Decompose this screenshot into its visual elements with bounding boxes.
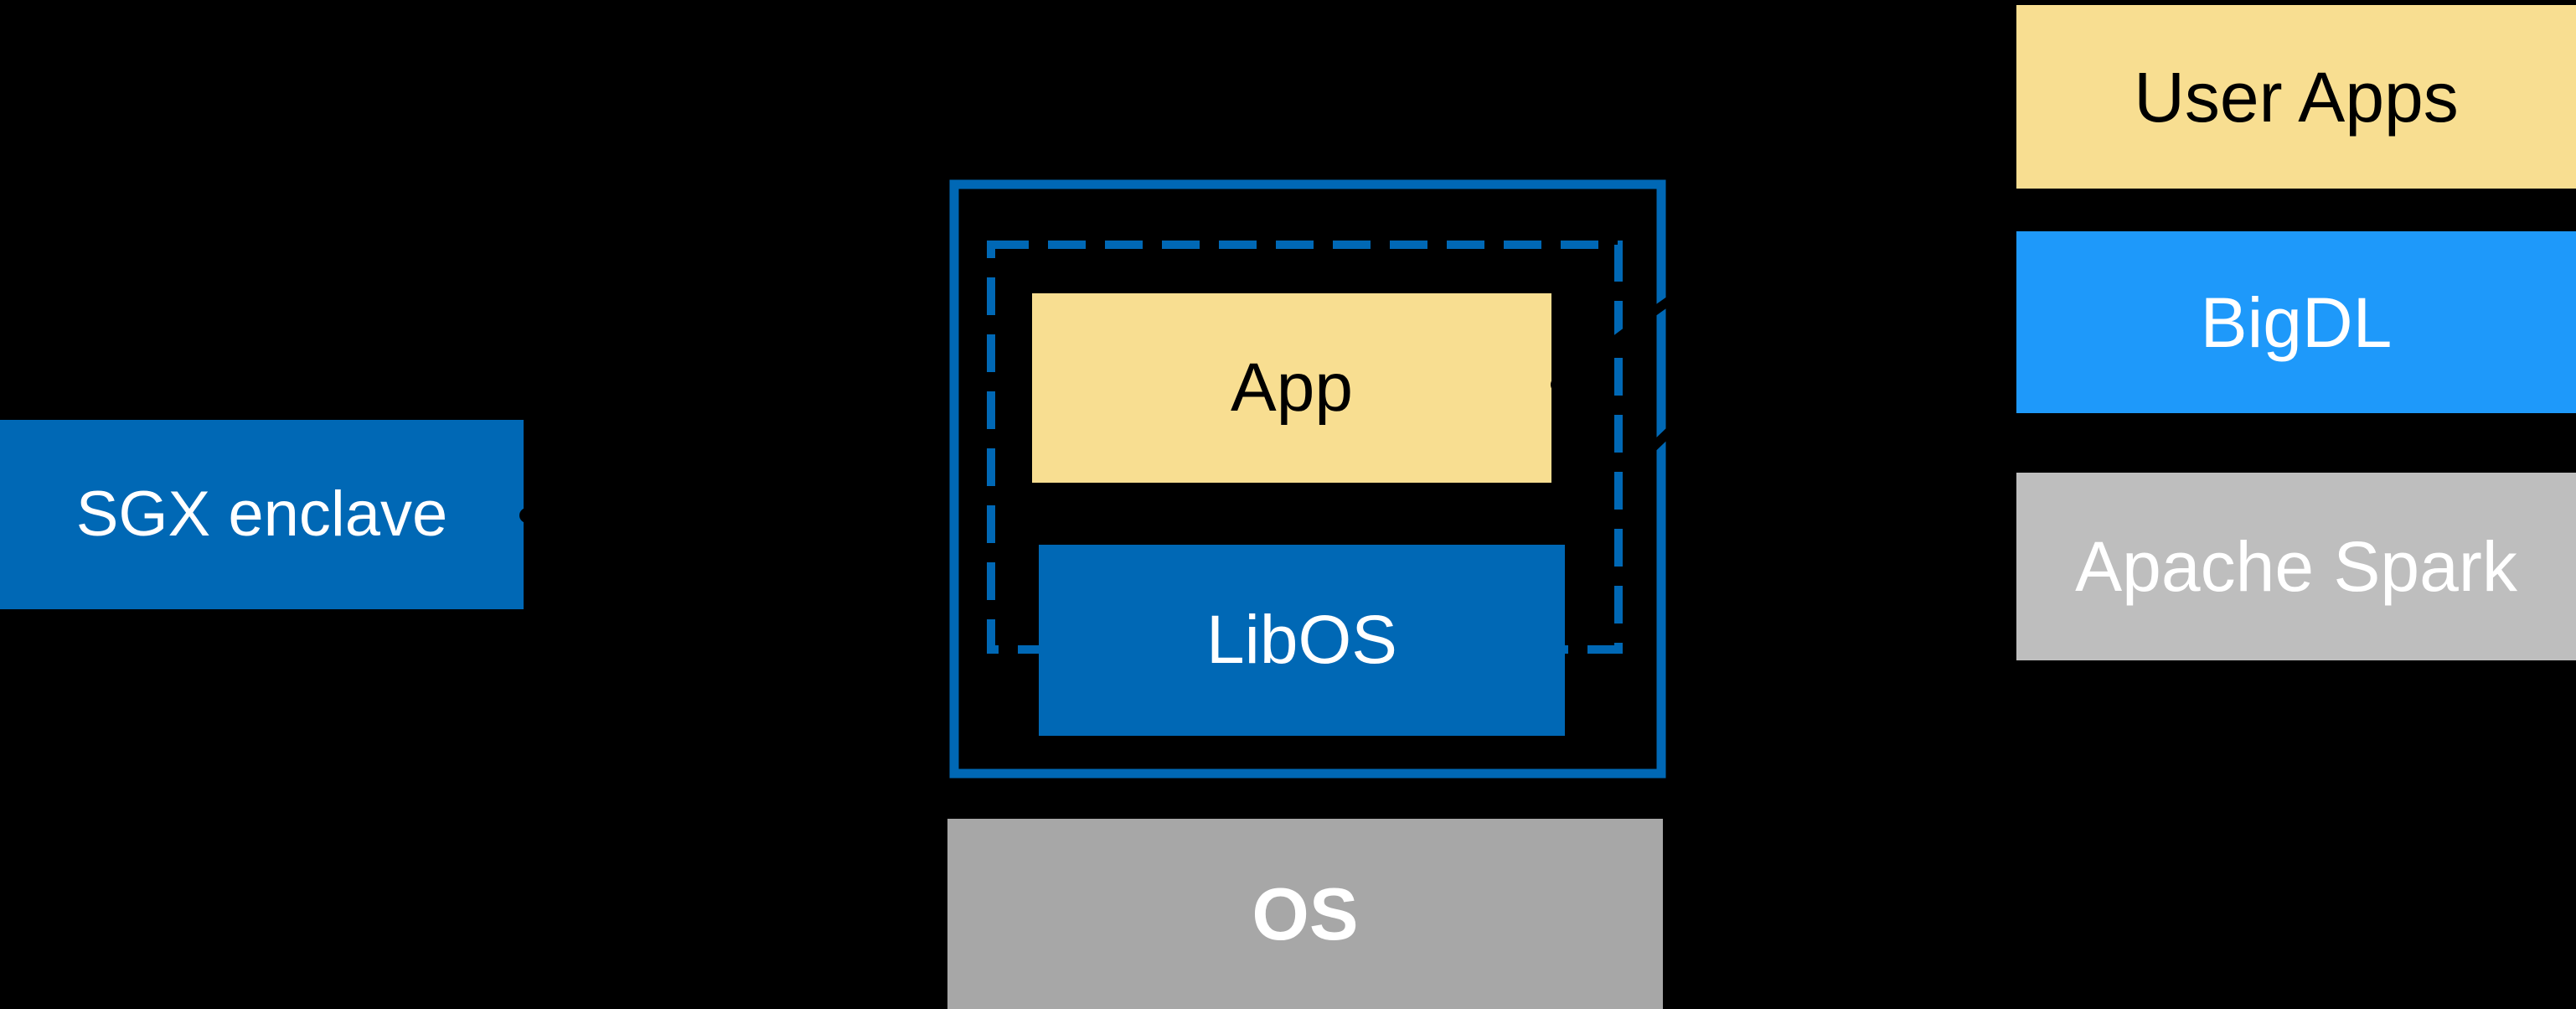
- node-app: App: [1032, 293, 1551, 483]
- hidden-arrow-to-app-icon: [1563, 215, 1806, 382]
- node-libos-label: LibOS: [1206, 602, 1397, 678]
- node-app-label: App: [1231, 349, 1353, 426]
- node-os-label: OS: [1252, 872, 1359, 955]
- node-bigdl: BigDL: [2016, 231, 2576, 413]
- node-sgx-enclave-label: SGX enclave: [75, 479, 448, 550]
- hidden-tick-on-outline-icon: [1629, 400, 1702, 471]
- arrowhead-dot-sgx-icon: [519, 508, 534, 523]
- enclave-solid-outline: [949, 179, 1666, 779]
- node-bigdl-label: BigDL: [2200, 282, 2393, 362]
- node-user-apps-label: User Apps: [2134, 57, 2459, 137]
- node-libos: LibOS: [1039, 545, 1565, 736]
- node-apache-spark-label: Apache Spark: [2075, 527, 2517, 606]
- node-os: OS: [947, 819, 1663, 1009]
- node-apache-spark: Apache Spark: [2016, 473, 2576, 660]
- arrowhead-dot-app-icon: [1551, 376, 1567, 393]
- node-sgx-enclave: SGX enclave: [0, 420, 524, 609]
- node-user-apps: User Apps: [2016, 5, 2576, 189]
